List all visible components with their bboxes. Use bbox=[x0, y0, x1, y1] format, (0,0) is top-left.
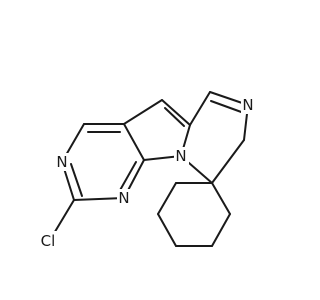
pyrrole-n-label: N bbox=[175, 147, 186, 165]
atom-pyrazine-n: N bbox=[241, 96, 256, 114]
bond-c5-c6 bbox=[189, 91, 211, 126]
bond-c8a-n1-double bbox=[118, 161, 137, 193]
bond-c8-spiro bbox=[211, 139, 245, 184]
pyrimidine-n-lower-label: N bbox=[118, 189, 129, 207]
bond-c4b-c5-double bbox=[164, 107, 185, 127]
bond-cy-1 bbox=[211, 182, 231, 215]
atom-pyrimidine-n-lower: N bbox=[117, 189, 132, 207]
structure-canvas: Cl N N N N bbox=[34, 91, 256, 251]
atom-labels: Cl N N N N bbox=[34, 96, 256, 251]
bond-c4a-c8a bbox=[123, 123, 145, 161]
bond-cy-4 bbox=[157, 213, 177, 247]
molecule-diagram: Cl N N N N bbox=[34, 91, 256, 251]
atom-chlorine: Cl bbox=[34, 231, 62, 251]
bonds bbox=[49, 91, 249, 247]
pyrimidine-n-upper-label: N bbox=[56, 153, 67, 171]
atom-pyrrole-n: N bbox=[174, 147, 189, 165]
bond-cy-5 bbox=[157, 182, 177, 215]
bond-c4b-c5 bbox=[161, 99, 191, 126]
chlorine-label: Cl bbox=[41, 232, 56, 250]
bond-n1-c2 bbox=[73, 197, 125, 201]
bond-c4a-c4b bbox=[123, 99, 163, 125]
bond-c2-n3-double bbox=[70, 163, 83, 197]
pyrazine-n-label: N bbox=[242, 96, 253, 114]
bond-c6-n7-double bbox=[210, 100, 245, 114]
bond-cy-2 bbox=[211, 213, 231, 247]
atom-pyrimidine-n-upper: N bbox=[55, 153, 70, 171]
